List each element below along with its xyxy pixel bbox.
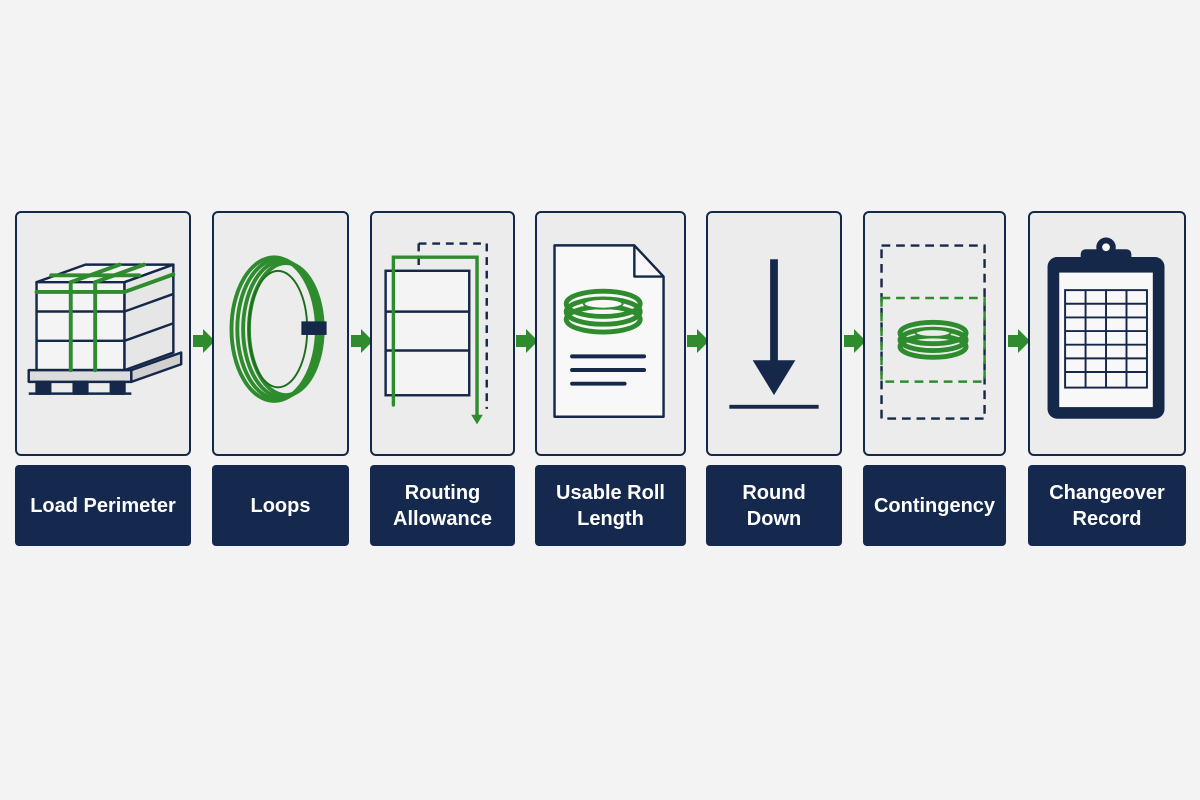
step-card-load-perimeter — [15, 211, 191, 456]
step-label-changeover-record: Changeover Record — [1028, 465, 1186, 546]
step-label-routing-allowance: Routing Allowance — [370, 465, 515, 546]
flow-arrow-icon — [842, 326, 868, 356]
clipboard-record-icon — [1047, 237, 1165, 419]
flow-arrow-icon — [191, 326, 217, 356]
step-card-round-down — [706, 211, 842, 456]
roll-document-icon — [553, 244, 665, 418]
step-card-routing-allowance — [370, 211, 515, 456]
step-card-loops — [212, 211, 349, 456]
strap-coil-icon — [229, 255, 327, 403]
step-label-contingency: Contingency — [863, 465, 1006, 546]
step-label-loops: Loops — [212, 465, 349, 546]
step-card-changeover-record — [1028, 211, 1186, 456]
flow-arrow-icon — [349, 326, 375, 356]
step-card-contingency — [863, 211, 1006, 456]
flow-arrow-icon — [685, 326, 711, 356]
flow-arrow-icon — [1006, 326, 1032, 356]
step-label-load-perimeter: Load Perimeter — [15, 465, 191, 546]
step-label-usable-roll-length: Usable Roll Length — [535, 465, 686, 546]
pallet-strapped-icon — [27, 262, 183, 395]
contingency-roll-icon — [880, 244, 986, 420]
step-label-round-down: Round Down — [706, 465, 842, 546]
step-card-usable-roll-length — [535, 211, 686, 456]
routing-path-icon — [384, 242, 488, 425]
round-down-arrow-icon — [729, 259, 819, 409]
flow-arrow-icon — [514, 326, 540, 356]
